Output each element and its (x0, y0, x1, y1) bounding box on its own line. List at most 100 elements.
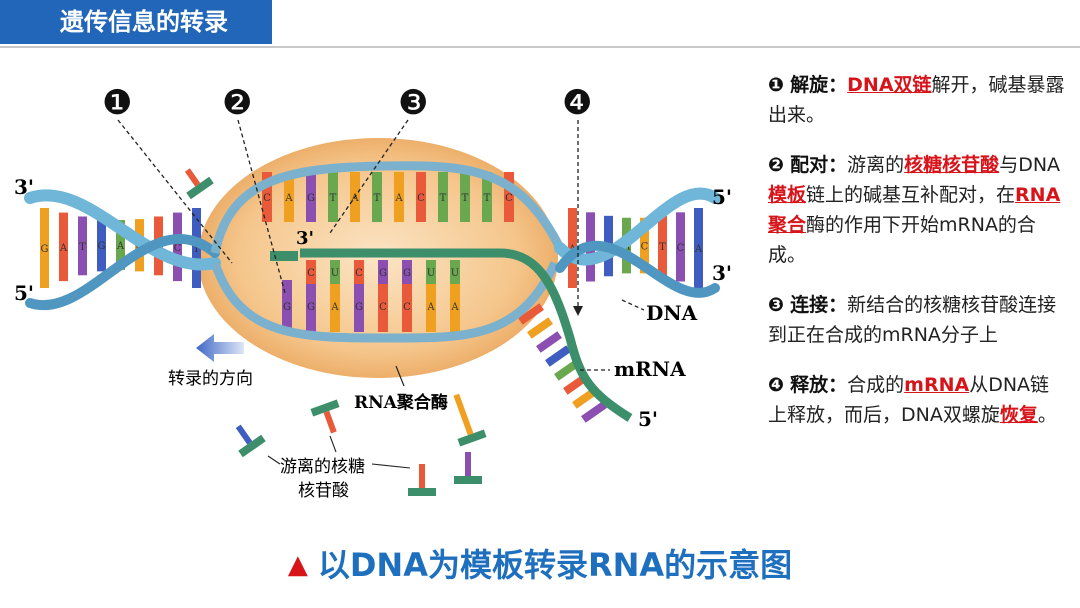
left-helix-base-5-letter: A (116, 241, 125, 252)
released-strand-base-1 (518, 303, 544, 325)
left-helix-base-3-letter: T (79, 242, 86, 253)
step-4-highlight-1: mRNA (904, 374, 970, 396)
marker-1: ❶ (102, 83, 233, 264)
mrna-base-1-letter: C (307, 268, 315, 279)
mrna-base-5-letter: G (403, 268, 411, 279)
svg-text:❷: ❷ (222, 83, 252, 123)
step-4-number: ❹ (768, 374, 785, 396)
bottom-strand-base-1: G (282, 280, 292, 332)
step-list: ❶ 解旋：DNA双链解开，碱基暴露出来。 ❷ 配对：游离的核糖核苷酸与DNA模板… (768, 70, 1068, 430)
free-nucleotides-label-line1: 游离的核糖 (280, 457, 365, 477)
left-helix-base-9: T (192, 208, 201, 288)
left-helix-base-4: G (97, 219, 106, 272)
free-nucleotides-label-line2: 核苷酸 (298, 481, 349, 501)
mrna-base-4: G (378, 260, 388, 284)
top-strand-base-12-letter: C (505, 193, 513, 204)
bottom-strand-base-3-letter: A (330, 302, 339, 313)
right-helix-base-7: C (676, 212, 685, 282)
bottom-strand-base-7: A (426, 280, 436, 332)
right-helix-base-6: T (658, 215, 667, 277)
bottom-strand-base-4-letter: G (355, 302, 363, 313)
left-helix-base-9-letter: T (193, 244, 200, 255)
step-2-text: 游离的核糖核苷酸与DNA模板链上的碱基互补配对，在RNA聚合酶的作用下开始mRN… (768, 154, 1060, 266)
left-helix-base-5: A (116, 220, 125, 270)
right-helix-base-8: A (694, 208, 703, 288)
left-helix-strand-back (25, 233, 220, 311)
top-strand-base-12: C (504, 172, 514, 222)
released-strand-base-3 (536, 331, 562, 353)
bottom-strand-base-4: G (354, 280, 364, 332)
svg-text:❹: ❹ (562, 83, 592, 123)
mrna-strand (300, 248, 633, 422)
step-4-highlight-2: 恢复 (999, 404, 1038, 426)
bottom-strand-base-8: A (450, 280, 460, 332)
right-helix-base-6-letter: T (659, 242, 666, 253)
right-bottom-end-label: 3' (712, 261, 732, 285)
step-2-text-7: 酶的作用下开始mRNA的合成。 (768, 214, 1036, 266)
step-2-highlight-2: 模板 (768, 184, 807, 206)
mrna-base-3: C (354, 260, 364, 284)
rna-polymerase-label: RNA聚合酶 (354, 392, 448, 413)
top-strand-base-5-letter: A (350, 193, 359, 204)
mrna-label: mRNA (614, 357, 686, 381)
bottom-strand-base-8-letter: A (450, 302, 459, 313)
left-top-end-label: 3' (14, 175, 34, 199)
step-2-text-5: 链上的碱基互补配对，在 (806, 184, 1016, 206)
top-strand-base-3-letter: G (307, 193, 315, 204)
left-helix-base-8-letter: C (174, 243, 182, 254)
caption-triangle-icon: ▲ (287, 550, 308, 580)
page-title: 遗传信息的转录 (0, 0, 272, 44)
bottom-strand-base-3: A (330, 280, 340, 332)
left-helix-strand-front (24, 189, 221, 271)
right-helix-base-5: C (640, 217, 649, 274)
top-strand-base-4-letter: T (330, 193, 337, 204)
step-2-text-3: 与DNA (999, 154, 1061, 176)
step-4: ❹ 释放：合成的mRNA从DNA链上释放，而后，DNA双螺旋恢复。 (768, 370, 1068, 430)
mrna-base-4-letter: G (379, 268, 387, 279)
header-divider (0, 46, 1080, 48)
rna-polymerase-leader (395, 365, 405, 387)
bottom-strand-base-6-letter: C (403, 302, 411, 313)
step-1-number: ❶ (768, 74, 785, 96)
step-4-heading: 释放： (790, 374, 848, 396)
top-strand-base-6: T (372, 172, 382, 222)
step-2-highlight-3: RNA聚合 (768, 184, 1061, 236)
top-strand-base-11: T (482, 172, 492, 222)
bottom-strand-base-1-letter: G (283, 302, 291, 313)
right-helix-strand-back (555, 240, 720, 298)
mrna-base-2: U (330, 260, 340, 284)
top-strand-base-7: A (394, 172, 404, 222)
step-2-highlight-1: 核糖核苷酸 (904, 154, 1000, 176)
step-2-number: ❷ (768, 154, 785, 176)
mrna-start-end-label: 3' (296, 228, 314, 249)
dna-label: DNA (646, 301, 698, 325)
step-1: ❶ 解旋：DNA双链解开，碱基暴露出来。 (768, 70, 1068, 130)
mrna-base-1: C (306, 260, 316, 284)
released-strand-bases (518, 303, 607, 423)
released-strand-base-4 (545, 345, 571, 367)
free-nucleotide-arrow-2 (329, 435, 337, 453)
free-nucleotide-arrow-1 (267, 455, 281, 465)
free-nucleotide-arrow-3 (371, 463, 411, 469)
released-strand-base-2 (527, 317, 553, 339)
step-3: ❸ 连接：新结合的核糖核苷酸连接到正在合成的mRNA分子上 (768, 290, 1068, 350)
transcription-direction-arrow (196, 334, 244, 362)
bottom-strand-base-7-letter: A (426, 302, 435, 313)
marker-2: ❷ (222, 83, 286, 294)
step-2-heading: 配对： (790, 154, 848, 176)
right-helix-base-7-letter: C (677, 243, 685, 254)
mrna-base-7: U (450, 260, 460, 284)
top-strand-base-2: A (284, 172, 294, 222)
bottom-strand-base-6: C (402, 280, 412, 332)
free-nucleotides (184, 168, 487, 496)
marker-3: ❸ (329, 83, 428, 234)
step-1-heading: 解旋： (790, 74, 848, 96)
top-strand-base-10-letter: T (462, 193, 469, 204)
step-4-text-5: 。 (1037, 404, 1057, 426)
mrna-leading-nucleotide (270, 251, 298, 261)
svg-text:❶: ❶ (102, 83, 132, 123)
left-helix-base-1: G (40, 208, 49, 288)
